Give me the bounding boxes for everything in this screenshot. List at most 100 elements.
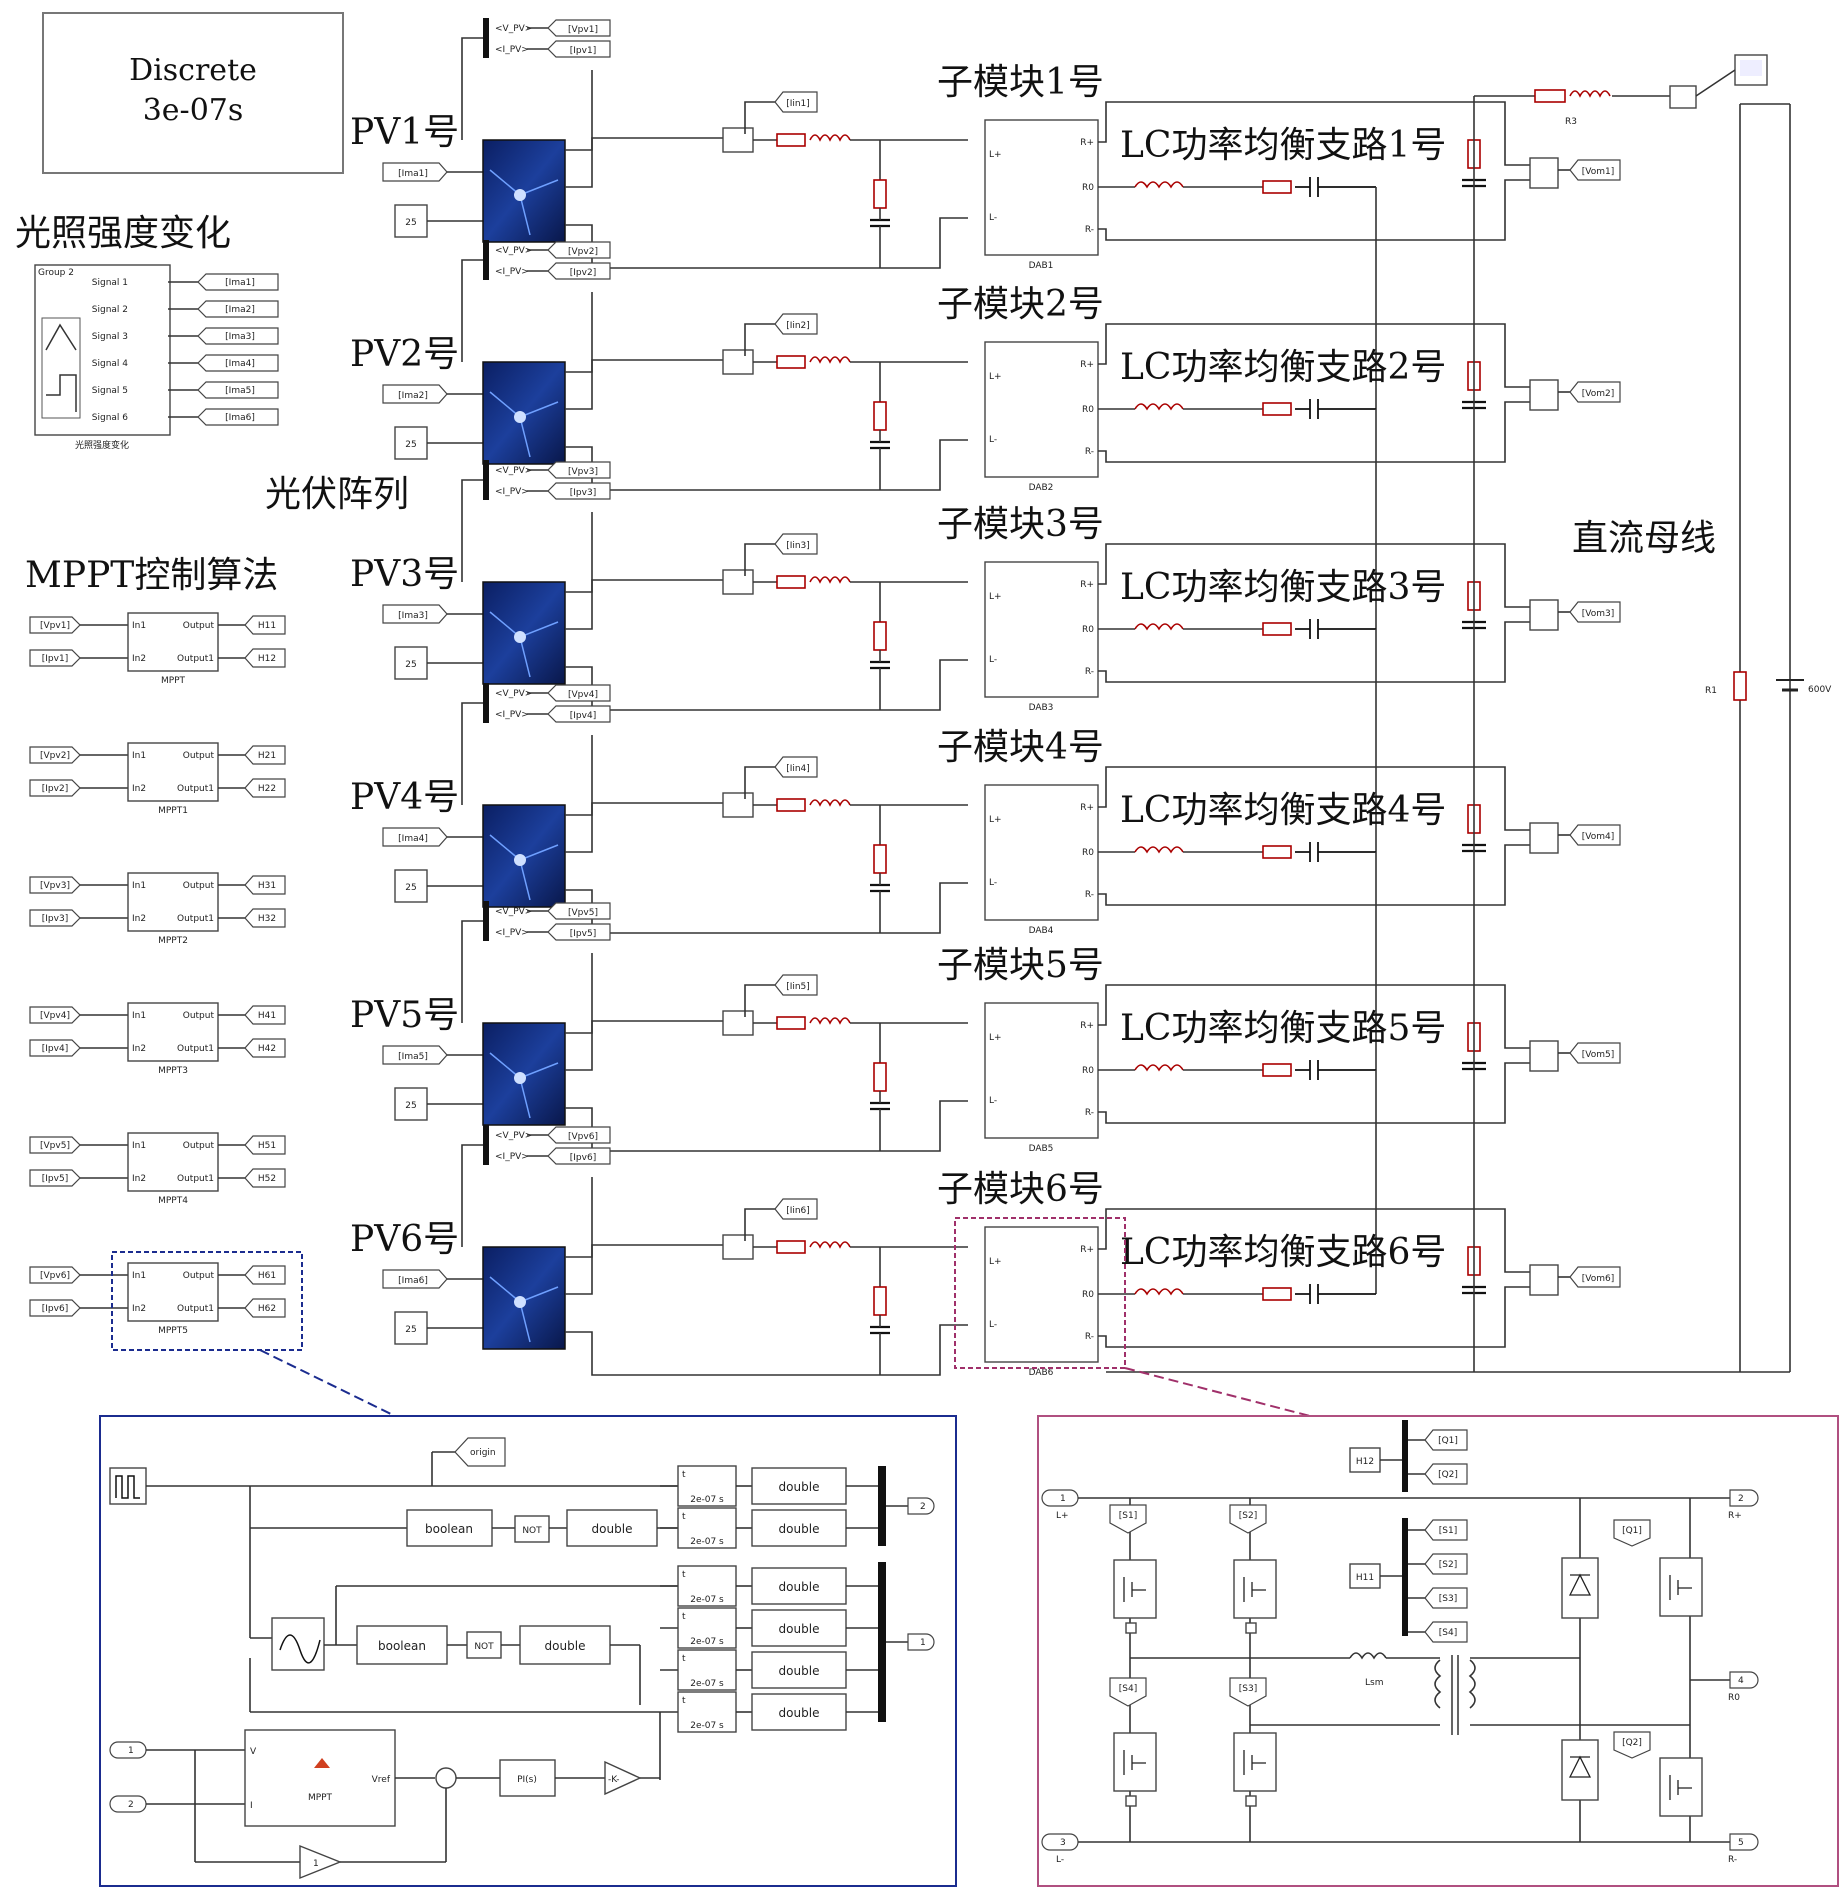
signal-builder[interactable]: Group 2 光照强度变化 Signal 1[Ima1]Signal 2[Im… — [34, 264, 279, 451]
dab-in-port-lpos[interactable] — [1041, 1489, 1079, 1507]
goto-iin[interactable] — [774, 91, 818, 113]
mosfet-q1[interactable] — [1659, 1557, 1703, 1617]
s-tag-2[interactable] — [1109, 1677, 1147, 1707]
from-ima[interactable] — [382, 384, 448, 404]
double-conv-bot-1[interactable] — [751, 1609, 847, 1647]
goto-vpv[interactable] — [547, 241, 611, 259]
s-tag-0[interactable] — [1109, 1504, 1147, 1534]
from-vpv-tag[interactable] — [29, 876, 81, 894]
out-port-2[interactable] — [907, 1497, 935, 1515]
double-conv-top-0[interactable] — [751, 1467, 847, 1505]
bus-measure-block[interactable] — [1669, 85, 1697, 109]
goto-h-out2[interactable] — [244, 778, 286, 798]
mosfet-q2[interactable] — [1659, 1757, 1703, 1817]
current-meter[interactable] — [722, 1010, 754, 1036]
current-meter[interactable] — [722, 349, 754, 375]
from-vpv-tag[interactable] — [29, 1006, 81, 1024]
mppt-subsystem[interactable] — [127, 1002, 219, 1062]
double-conv-bot-0[interactable] — [751, 1567, 847, 1605]
from-vpv-tag[interactable] — [29, 1136, 81, 1154]
dab-subsystem[interactable] — [984, 341, 1099, 478]
goto-iin[interactable] — [774, 313, 818, 335]
from-ipv-tag[interactable] — [29, 1299, 81, 1317]
mosfet-s1[interactable] — [1113, 1559, 1157, 1619]
in-port-1[interactable] — [109, 1741, 147, 1759]
goto-h-out2[interactable] — [244, 1168, 286, 1188]
goto-iin[interactable] — [774, 533, 818, 555]
voltage-meter[interactable] — [1529, 599, 1559, 631]
dab-subsystem[interactable] — [984, 1226, 1099, 1363]
goto-s-2[interactable] — [1424, 1587, 1468, 1609]
mppt-subsystem[interactable] — [127, 1262, 219, 1322]
goto-ipv[interactable] — [547, 1147, 611, 1165]
mppt-function-block[interactable] — [244, 1729, 396, 1827]
dab-subsystem[interactable] — [984, 119, 1099, 256]
goto-vom[interactable] — [1569, 824, 1621, 846]
temperature-const[interactable] — [394, 869, 428, 903]
from-ipv-tag[interactable] — [29, 649, 81, 667]
mppt-subsystem[interactable] — [127, 742, 219, 802]
goto-h12[interactable] — [1349, 1447, 1381, 1473]
goto-vpv[interactable] — [547, 902, 611, 920]
from-ipv-tag[interactable] — [29, 909, 81, 927]
voltage-meter[interactable] — [1529, 379, 1559, 411]
bus-dc-source[interactable] — [1776, 679, 1804, 692]
gain-block-k[interactable] — [604, 1760, 642, 1796]
mosfet-s3[interactable] — [1233, 1732, 1277, 1792]
current-meter[interactable] — [722, 569, 754, 595]
goto-h-out1[interactable] — [244, 1005, 286, 1025]
goto-vpv[interactable] — [547, 684, 611, 702]
q1-tag[interactable] — [1613, 1519, 1651, 1547]
out-port-1[interactable] — [907, 1633, 935, 1651]
dab-out-port-rpos[interactable] — [1729, 1489, 1759, 1507]
diode-top[interactable] — [1561, 1557, 1599, 1619]
s-tag-3[interactable] — [1229, 1677, 1267, 1707]
voltage-meter[interactable] — [1529, 1040, 1559, 1072]
powergui-clock[interactable]: Discrete 3e-07s — [42, 12, 344, 174]
mppt-subsystem[interactable] — [127, 872, 219, 932]
goto-h-out1[interactable] — [244, 745, 286, 765]
goto-g-1[interactable] — [1424, 1463, 1468, 1485]
goto-vom[interactable] — [1569, 1266, 1621, 1288]
goto-ima-5[interactable] — [197, 381, 279, 399]
goto-h11[interactable] — [1349, 1563, 1381, 1589]
goto-g-0[interactable] — [1424, 1429, 1468, 1451]
current-meter[interactable] — [722, 127, 754, 153]
boolean-block-bottom[interactable] — [356, 1625, 448, 1665]
double-block-bottom[interactable] — [519, 1625, 611, 1665]
goto-ima-3[interactable] — [197, 327, 279, 345]
mppt-subsystem[interactable] — [127, 612, 219, 672]
goto-h-out1[interactable] — [244, 615, 286, 635]
dab-subsystem[interactable] — [984, 784, 1099, 921]
bus-resistor-r3[interactable] — [1534, 89, 1566, 103]
in-port-2[interactable] — [109, 1795, 147, 1813]
goto-vom[interactable] — [1569, 601, 1621, 623]
goto-s-3[interactable] — [1424, 1621, 1468, 1643]
dab-subsystem[interactable] — [984, 1002, 1099, 1139]
diode-bottom[interactable] — [1561, 1739, 1599, 1801]
goto-ipv[interactable] — [547, 40, 611, 58]
goto-ima-2[interactable] — [197, 300, 279, 318]
goto-ima-6[interactable] — [197, 408, 279, 426]
gain-block-1[interactable] — [299, 1844, 342, 1880]
from-ima[interactable] — [382, 604, 448, 624]
goto-ima-1[interactable] — [197, 273, 279, 291]
from-vpv-tag[interactable] — [29, 616, 81, 634]
transformer[interactable] — [1434, 1659, 1476, 1709]
goto-ipv[interactable] — [547, 482, 611, 500]
temperature-const[interactable] — [394, 1087, 428, 1121]
goto-vpv[interactable] — [547, 1126, 611, 1144]
mosfet-s4[interactable] — [1113, 1732, 1157, 1792]
goto-iin[interactable] — [774, 756, 818, 778]
temperature-const[interactable] — [394, 1311, 428, 1345]
dab-in-port-lneg[interactable] — [1041, 1833, 1079, 1851]
from-ima[interactable] — [382, 1045, 448, 1065]
mosfet-s2[interactable] — [1233, 1559, 1277, 1619]
voltage-meter[interactable] — [1529, 1264, 1559, 1296]
goto-vom[interactable] — [1569, 381, 1621, 403]
voltage-meter[interactable] — [1529, 822, 1559, 854]
double-conv-bot-2[interactable] — [751, 1651, 847, 1689]
goto-vpv[interactable] — [547, 461, 611, 479]
goto-h-out2[interactable] — [244, 1298, 286, 1318]
from-ima[interactable] — [382, 1269, 448, 1289]
